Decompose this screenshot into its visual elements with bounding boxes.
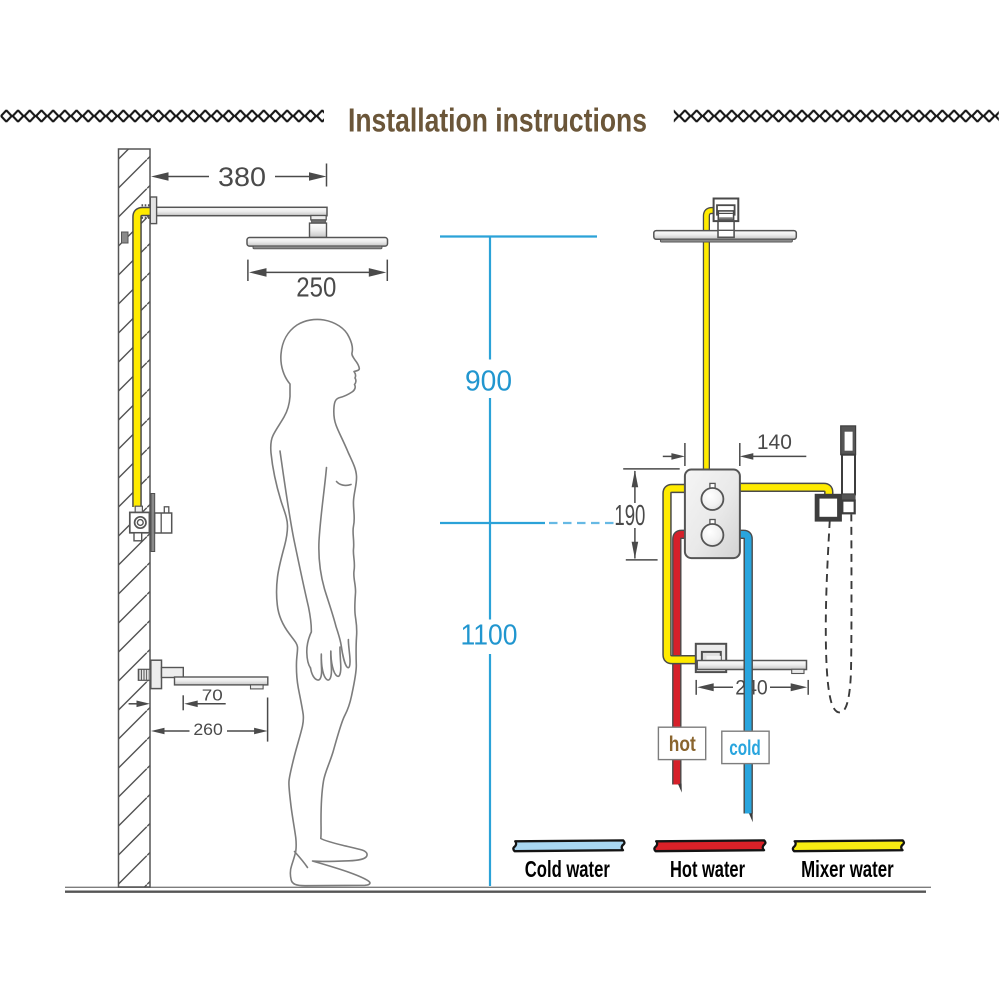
svg-text:250: 250 <box>296 271 336 302</box>
svg-text:hot: hot <box>669 733 696 756</box>
svg-text:140: 140 <box>757 431 792 454</box>
svg-text:Hot water: Hot water <box>670 856 745 882</box>
svg-text:1100: 1100 <box>461 620 518 652</box>
svg-text:380: 380 <box>218 162 266 192</box>
svg-text:Cold water: Cold water <box>525 856 610 882</box>
svg-text:260: 260 <box>193 721 223 739</box>
svg-text:Mixer water: Mixer water <box>801 856 894 882</box>
svg-text:Installation instructions: Installation instructions <box>348 102 647 139</box>
svg-text:70: 70 <box>202 687 223 704</box>
svg-text:900: 900 <box>465 366 512 398</box>
svg-text:cold: cold <box>729 737 761 760</box>
svg-text:190: 190 <box>614 500 645 532</box>
